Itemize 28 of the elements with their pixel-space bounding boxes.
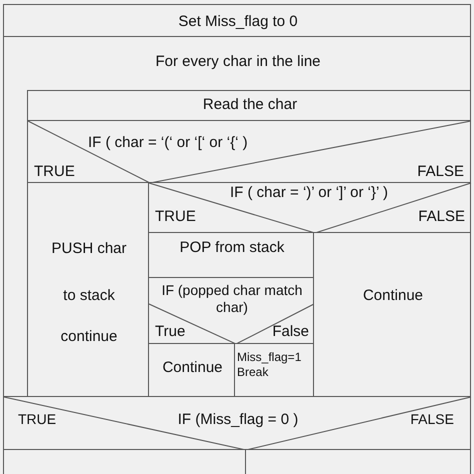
branch-label: TRUE	[18, 411, 58, 428]
step-text: Continue	[161, 359, 224, 377]
branch-label: TRUE	[34, 163, 76, 181]
branch-label: False	[271, 323, 309, 341]
step-text: Read the char	[202, 96, 298, 114]
decision-block	[3, 396, 471, 450]
step-text: continue	[60, 328, 118, 346]
process-box	[3, 4, 471, 37]
condition-text: IF ( char = ‘(‘ or ‘[‘ or ‘{‘ )	[88, 134, 249, 152]
branch-label: FALSE	[409, 411, 454, 428]
step-text: Miss_flag=1 Break	[237, 350, 302, 380]
step-text: Set Miss_flag to 0	[177, 13, 299, 31]
decision-block	[27, 120, 471, 183]
step-text: POP from stack	[178, 239, 286, 257]
step-text: to stack	[62, 287, 116, 305]
branch-label: FALSE	[416, 163, 464, 181]
loop-text: For every char in the line	[154, 53, 322, 71]
process-box	[27, 90, 471, 121]
step-text: Continue	[362, 287, 424, 305]
loop-block	[3, 36, 471, 397]
branch-label: FALSE	[417, 208, 465, 226]
condition-text: IF ( char = ‘)’ or ‘]’ or ‘}’ )	[229, 184, 389, 202]
branch-label: TRUE	[155, 208, 197, 226]
condition-text: IF (Miss_flag = 0 )	[176, 411, 300, 429]
step-text: PUSH char	[50, 240, 128, 258]
branch-label: True	[155, 323, 186, 341]
decision-block	[148, 182, 471, 233]
condition-text: IF (popped char match char)	[160, 282, 304, 316]
